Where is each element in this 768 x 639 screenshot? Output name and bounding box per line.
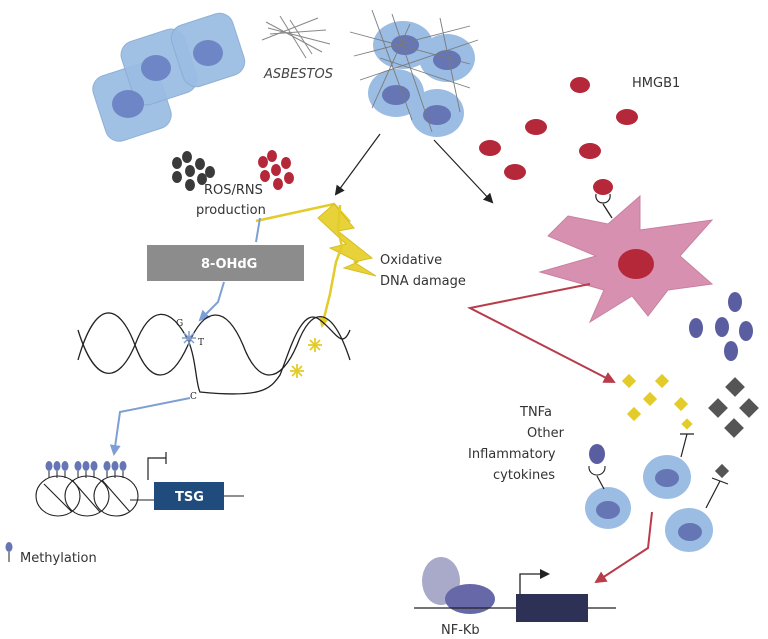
lightning-bolt-icon [317,203,377,277]
cytokine-ovals [689,292,753,361]
blue-burst-icon [182,331,196,345]
asbestos-label: ASBESTOS [263,67,333,82]
transcription-start-arrow [519,569,550,594]
tsg-box [154,482,224,510]
chromatin [35,475,154,517]
tnfa-label: TNFa [519,405,552,420]
yellow-burst-icon-2 [290,364,304,378]
blue-arrow-to-dna [200,217,261,320]
arrow-to-ros [334,133,381,196]
tnfa-diamonds [621,373,689,422]
dna-helix [77,312,351,395]
other-label: Other [527,426,565,441]
red-arrow-to-promoter [594,511,653,584]
methylation-label: Methylation [20,551,97,566]
yellow-burst-icon-1 [308,338,322,352]
inflammatory-label: Inflammatory [468,447,556,462]
ohdg-box [147,245,304,281]
ros-label-line2: production [196,203,266,218]
rns-dots-red [258,150,294,190]
tsg-block-icon [147,452,167,480]
methylation-marks [45,461,127,478]
promoter-box [516,594,588,622]
ros-dots-dark [172,151,215,191]
asbestos-fibers [261,15,331,59]
blue-arrow-to-chromatin [109,397,191,456]
hmgb1-dots [479,77,638,180]
asbestos-exposed-cells [349,9,479,137]
red-arrow-to-cytokines [466,283,616,383]
arrow-to-macrophage [433,139,494,204]
base-c: C [190,392,197,402]
oxidative-label-line1: Oxidative [380,253,442,268]
nfkb-complex [422,557,495,614]
methylation-legend-icon [5,542,13,552]
cytokines-label: cytokines [493,468,555,483]
hmgb1-label: HMGB1 [632,76,680,91]
nfkb-label: NF-Kb [441,623,480,638]
base-g: G [176,319,183,329]
responding-cells [585,418,730,552]
mesothelial-cells [92,12,246,142]
base-t: T [198,338,204,348]
ros-label-line1: ROS/RNS [204,183,263,198]
other-cytokine-diamonds [708,377,759,438]
macrophage [538,179,714,324]
ohdg-label: 8-OHdG [201,257,257,272]
oxidative-label-line2: DNA damage [380,274,466,289]
tsg-label: TSG [175,490,204,505]
yellow-arrow-to-dna [319,204,344,328]
